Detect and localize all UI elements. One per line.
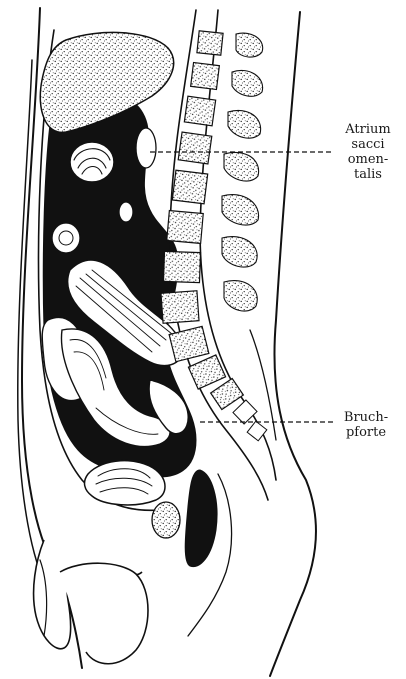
rectum	[185, 470, 231, 636]
label-line: Atrium	[333, 122, 403, 137]
label-line: Bruch-	[336, 410, 396, 425]
label-line: sacci	[333, 137, 403, 152]
label-bruchpforte: Bruch- pforte	[336, 410, 396, 440]
prostate	[152, 502, 180, 538]
label-line: pforte	[336, 425, 396, 440]
bladder	[85, 461, 165, 505]
label-line: omen-	[333, 152, 403, 167]
stomach	[70, 142, 114, 182]
label-atrium-sacci-omentalis: Atrium sacci omen- talis	[333, 122, 403, 182]
label-line: talis	[333, 167, 403, 182]
external-genitalia	[34, 540, 148, 664]
liver	[40, 32, 173, 132]
